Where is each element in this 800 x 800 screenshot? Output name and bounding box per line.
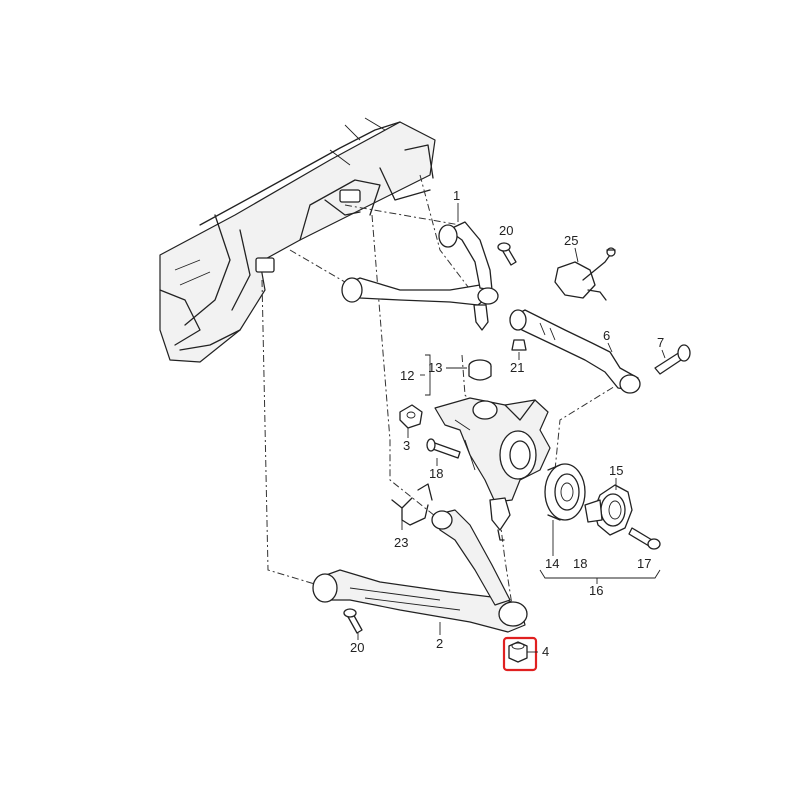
label-16: 16: [589, 583, 603, 598]
label-14: 14: [545, 556, 559, 571]
label-1: 1: [453, 188, 460, 203]
leader-lines: [357, 203, 666, 653]
label-3: 3: [403, 438, 410, 453]
label-12: 12: [400, 368, 414, 383]
label-7: 7: [657, 335, 664, 350]
nut-4[interactable]: [508, 641, 528, 663]
highlight-box-part-4: [502, 636, 538, 672]
nut-21[interactable]: [511, 339, 527, 351]
clip-23[interactable]: [391, 483, 433, 526]
nut-3[interactable]: [399, 404, 423, 429]
label-20-lower: 20: [350, 640, 364, 655]
bolt-17[interactable]: [628, 527, 661, 550]
label-23: 23: [394, 535, 408, 550]
subframe: [159, 117, 436, 363]
label-21: 21: [510, 360, 524, 375]
label-13: 13: [428, 360, 442, 375]
wheel-hub-15[interactable]: [584, 484, 633, 536]
label-17: 17: [637, 556, 651, 571]
bolt-18[interactable]: [426, 438, 461, 459]
bolt-20-lower[interactable]: [343, 608, 363, 634]
label-18-knuckle: 18: [429, 466, 443, 481]
bolt-7[interactable]: [654, 344, 691, 375]
wheel-bearing-14[interactable]: [544, 463, 586, 521]
label-15: 15: [609, 463, 623, 478]
bolt-20-upper[interactable]: [497, 242, 517, 266]
tie-rod-6[interactable]: [509, 309, 641, 394]
label-20-upper: 20: [499, 223, 513, 238]
labels: 1 20 25 6 7 21 13 12 3 18 15 23 14 18 17…: [350, 188, 664, 659]
label-25: 25: [564, 233, 578, 248]
wheel-knuckle[interactable]: [434, 397, 551, 541]
label-18-group: 18: [573, 556, 587, 571]
upper-control-arm[interactable]: [341, 221, 499, 331]
level-sensor-25[interactable]: [554, 247, 616, 301]
label-6: 6: [603, 328, 610, 343]
lower-control-arm[interactable]: [312, 509, 528, 633]
label-2: 2: [436, 636, 443, 651]
label-4: 4: [542, 644, 549, 659]
bushing-13[interactable]: [468, 359, 492, 381]
